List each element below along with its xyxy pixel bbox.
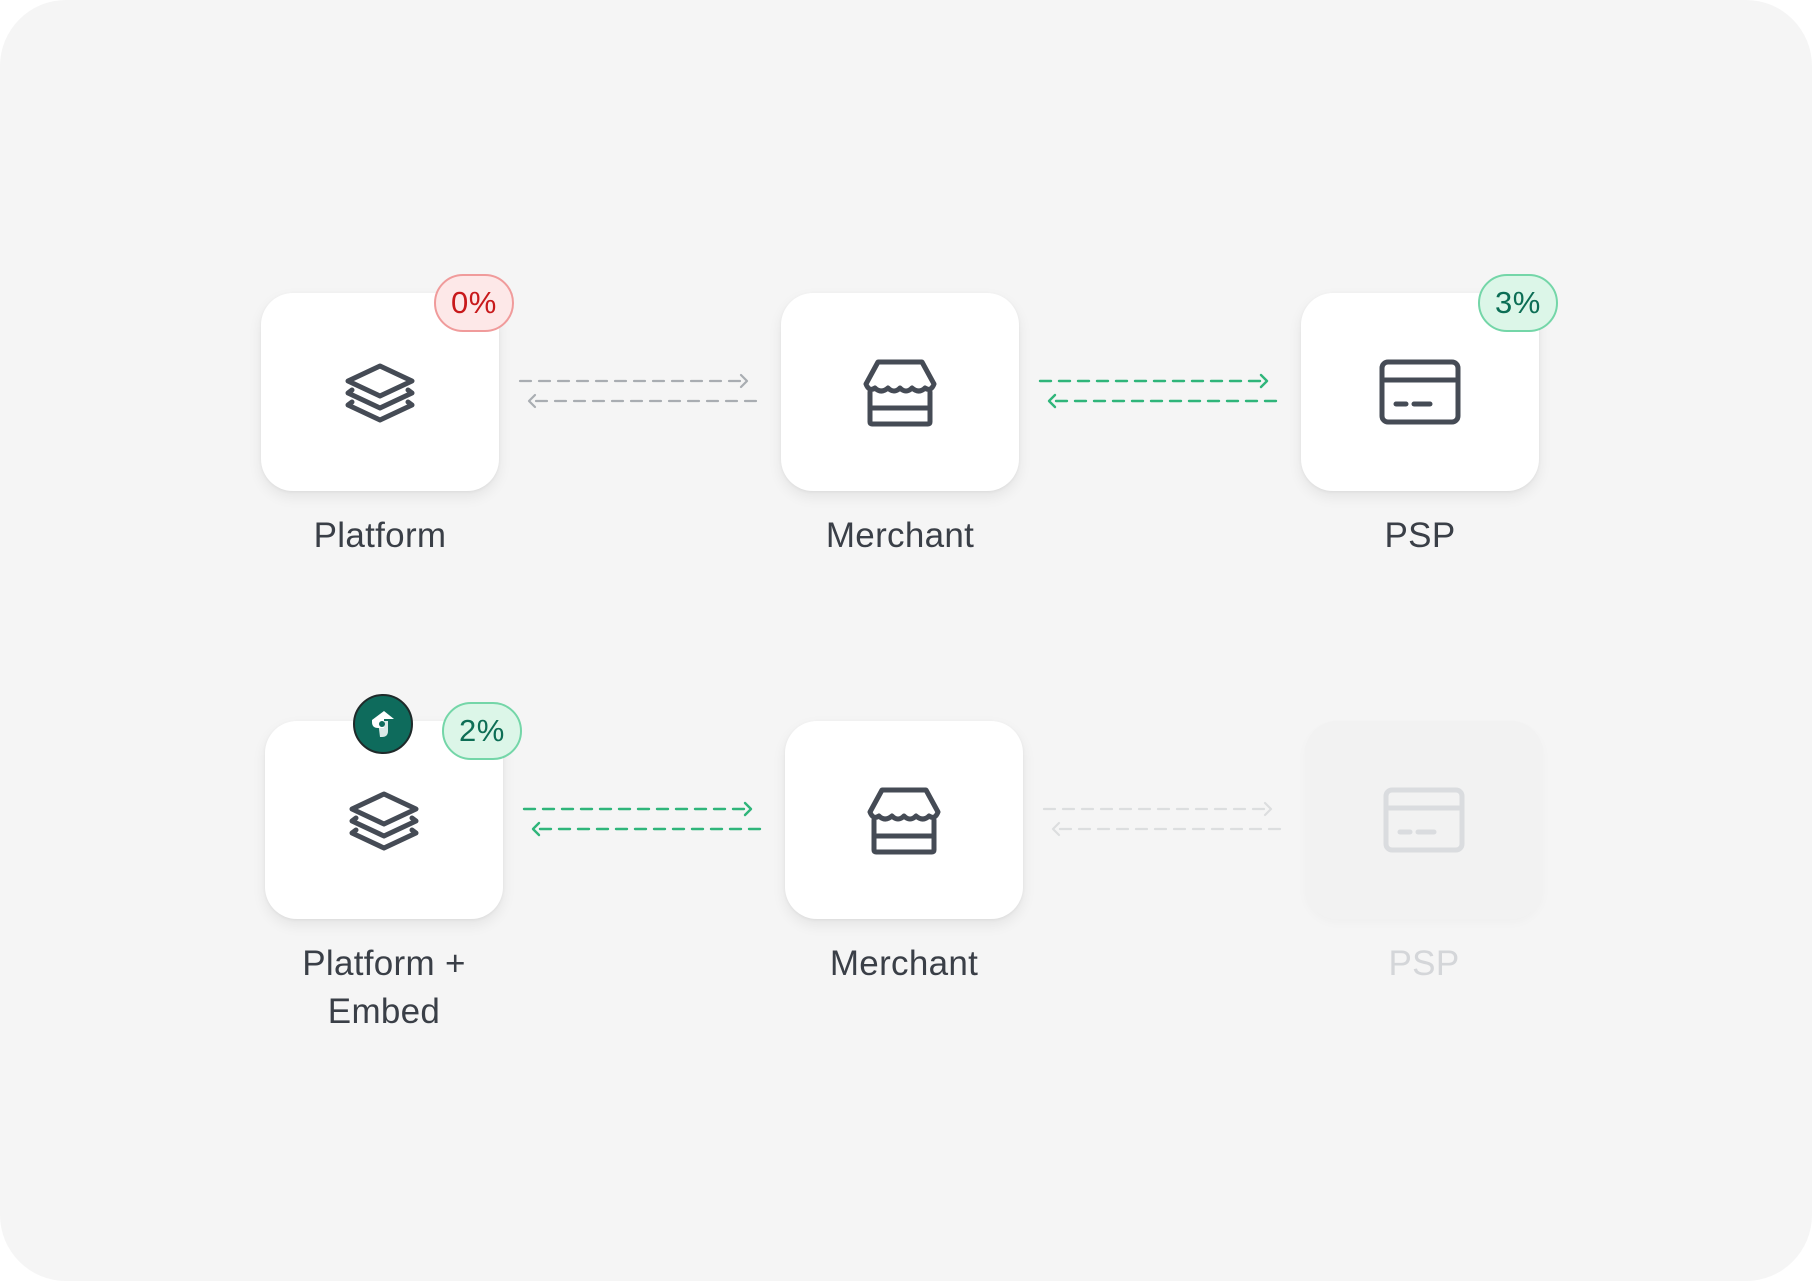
- platform-label: Platform: [220, 512, 540, 560]
- platform-merchant-connector: [518, 373, 758, 409]
- storefront-icon: [867, 787, 941, 855]
- merchant-label-2: Merchant: [744, 940, 1064, 988]
- platform-embed-merchant-connector: [522, 801, 762, 837]
- merchant-psp-connector-faded: [1042, 801, 1282, 837]
- platform-embed-label-line-1: Platform +: [302, 944, 466, 983]
- merchant-node-2: [785, 721, 1023, 919]
- psp-label: PSP: [1260, 512, 1580, 560]
- merchant-node: [781, 293, 1019, 491]
- platform-embed-fee-badge: 2%: [442, 702, 522, 760]
- credit-card-icon: [1383, 787, 1465, 853]
- credit-card-icon: [1379, 359, 1461, 425]
- layers-icon: [349, 791, 419, 851]
- merchant-label: Merchant: [740, 512, 1060, 560]
- psp-label-line: PSP: [1384, 516, 1456, 555]
- psp-node-faded: [1305, 721, 1543, 919]
- layers-icon: [345, 363, 415, 423]
- merchant-label-2-line: Merchant: [829, 944, 979, 983]
- psp-label-faded-line: PSP: [1388, 944, 1460, 983]
- embed-logo-icon: [353, 694, 413, 754]
- platform-label-line: Platform: [313, 516, 447, 555]
- platform-fee-badge: 0%: [434, 274, 514, 332]
- merchant-label-line: Merchant: [825, 516, 975, 555]
- platform-embed-label-line-2: Embed: [327, 992, 441, 1031]
- platform-embed-label: Platform + Embed: [224, 940, 544, 1036]
- psp-label-faded: PSP: [1264, 940, 1584, 988]
- merchant-psp-connector: [1038, 373, 1278, 409]
- psp-fee-badge: 3%: [1478, 274, 1558, 332]
- storefront-icon: [863, 359, 937, 427]
